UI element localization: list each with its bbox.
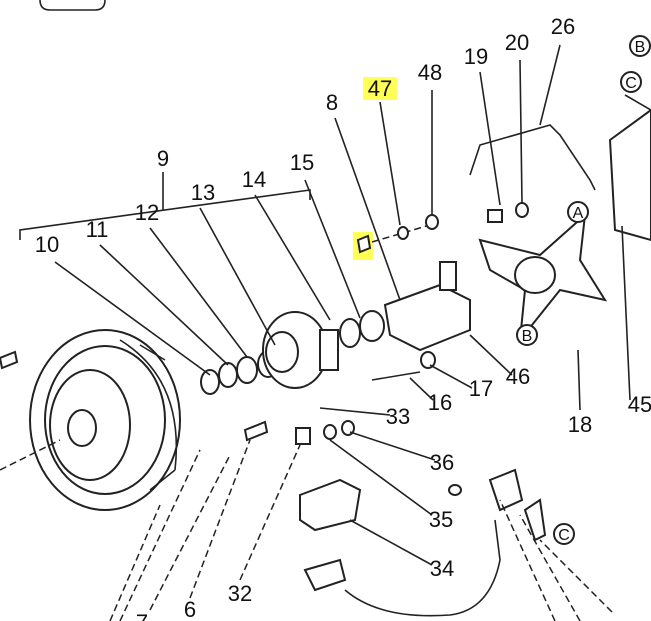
part-number-8: 8 [326,90,338,115]
bolt [0,350,19,370]
part-number-32: 32 [228,581,252,606]
washer [323,424,337,440]
part-number-9: 9 [157,146,169,171]
part-number-48: 48 [418,60,442,85]
bolt [487,209,503,223]
part-number-33: 33 [386,404,410,429]
part-number-7: 7 [136,610,148,621]
nut [420,351,436,369]
hydraulic-pipe [469,124,596,191]
bolt [243,420,269,442]
reservoir-bracket [303,558,347,592]
part-number-19: 19 [464,44,488,69]
part-number-16: 16 [428,390,452,415]
hose [344,519,501,617]
axis-line [371,224,431,243]
slave-cylinder [383,261,471,352]
part-number-17: 17 [469,376,493,401]
callout-label: B [522,328,533,345]
part-number-10: 10 [35,232,59,257]
callout-b: B [629,35,651,57]
part-number-46: 46 [506,364,530,389]
washer [515,202,529,218]
part-number-6: 6 [184,597,196,621]
part-number-47: 47 [368,76,392,101]
seal-ring [339,318,361,348]
callout-label: A [573,205,584,222]
washer [425,214,439,230]
label-highlight [363,77,397,100]
group-bracket [19,189,311,240]
washer [397,226,409,240]
bracket-hole [514,256,556,294]
part-number-13: 13 [191,180,215,205]
reservoir [299,478,362,532]
leader-lines [0,44,651,621]
seal-ring [359,310,385,342]
housing [608,108,651,242]
clutch-disc [29,329,181,511]
part-number-18: 18 [568,412,592,437]
frame-corner [39,0,106,11]
part-number-12: 12 [135,200,159,225]
clip [295,427,311,445]
spring [371,371,421,381]
callout-c: C [620,71,642,93]
callout-label: B [635,39,646,56]
part-number-26: 26 [551,14,575,39]
part-number-14: 14 [242,167,266,192]
callout-label: C [625,75,637,92]
part-number-35: 35 [429,507,453,532]
part-number-20: 20 [505,30,529,55]
part-number-15: 15 [290,150,314,175]
part-number-11: 11 [86,217,109,242]
sensor-bracket [523,498,547,542]
part-number-34: 34 [430,556,454,581]
callout-a: A [567,201,589,223]
callout-label: C [558,527,570,544]
release-bearing [262,311,339,389]
callout-b: B [516,324,538,346]
part-number-36: 36 [430,450,454,475]
connector [448,484,462,496]
part-number-45: 45 [628,392,651,417]
sensor [488,468,524,512]
callout-c: C [553,523,575,545]
bolt-icon [356,234,372,254]
